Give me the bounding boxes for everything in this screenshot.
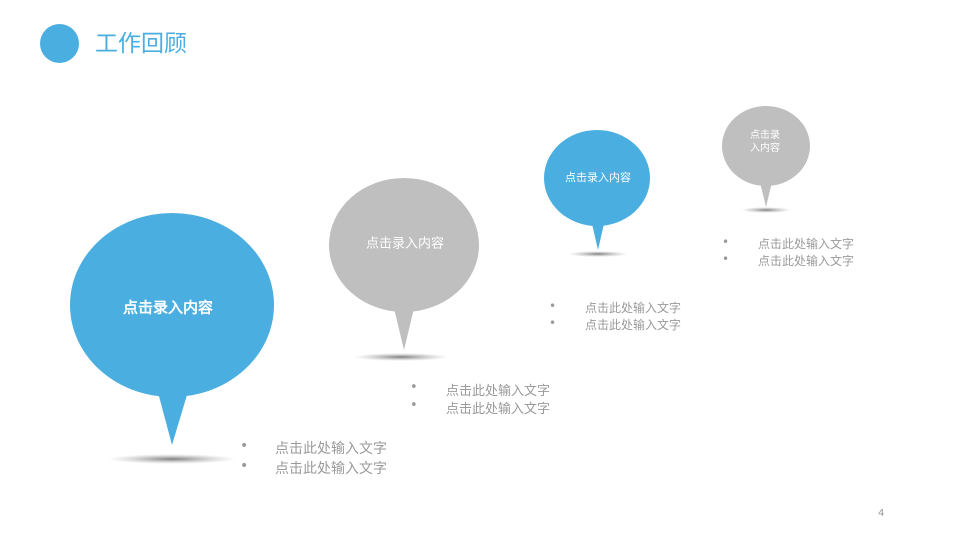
- pin-bubble: [544, 130, 650, 226]
- bullet-icon: •: [410, 398, 418, 413]
- bullet-text: 点击此处输入文字: [275, 461, 387, 477]
- bullet-icon: •: [240, 458, 249, 474]
- pin-bubble: [329, 178, 479, 312]
- bullet-text: 点击此处输入文字: [585, 301, 682, 315]
- bullet-icon: •: [722, 252, 730, 266]
- bullet-text: 点击此处输入文字: [758, 254, 855, 268]
- bullet-icon: •: [240, 438, 249, 454]
- pin-tail: [392, 300, 416, 350]
- title-circle-icon: [40, 24, 79, 63]
- pin-3-label[interactable]: 点击录入内容: [565, 170, 631, 184]
- pin-4: [722, 106, 810, 213]
- pin-2: [329, 178, 479, 361]
- pin-shadow: [741, 207, 791, 213]
- bullet-text: 点击此处输入文字: [758, 237, 855, 251]
- pin-2-label[interactable]: 点击录入内容: [365, 236, 445, 252]
- pin-shadow: [568, 251, 628, 257]
- pin-shadow: [353, 353, 449, 361]
- bullet-text: 点击此处输入文字: [446, 402, 551, 417]
- pin-shadow: [108, 454, 236, 464]
- pin-4-label[interactable]: 点击录 入内容: [750, 130, 780, 154]
- pin-1-label[interactable]: 点击录入内容: [122, 298, 214, 317]
- bullet-icon: •: [722, 235, 730, 249]
- page-number: 4: [878, 508, 885, 519]
- bullet-icon: •: [410, 380, 418, 395]
- page-title: 工作回顾: [95, 31, 187, 57]
- pin-1: [70, 213, 274, 464]
- pin-tail: [156, 385, 190, 445]
- pin-bubble: [722, 106, 810, 186]
- bullet-icon: •: [549, 316, 557, 330]
- bullet-text: 点击此处输入文字: [585, 318, 682, 332]
- pin-3: [544, 130, 650, 257]
- bullet-text: 点击此处输入文字: [275, 441, 387, 457]
- bullet-icon: •: [549, 299, 557, 313]
- bullet-text: 点击此处输入文字: [446, 384, 551, 399]
- pin-bubble: [70, 213, 274, 397]
